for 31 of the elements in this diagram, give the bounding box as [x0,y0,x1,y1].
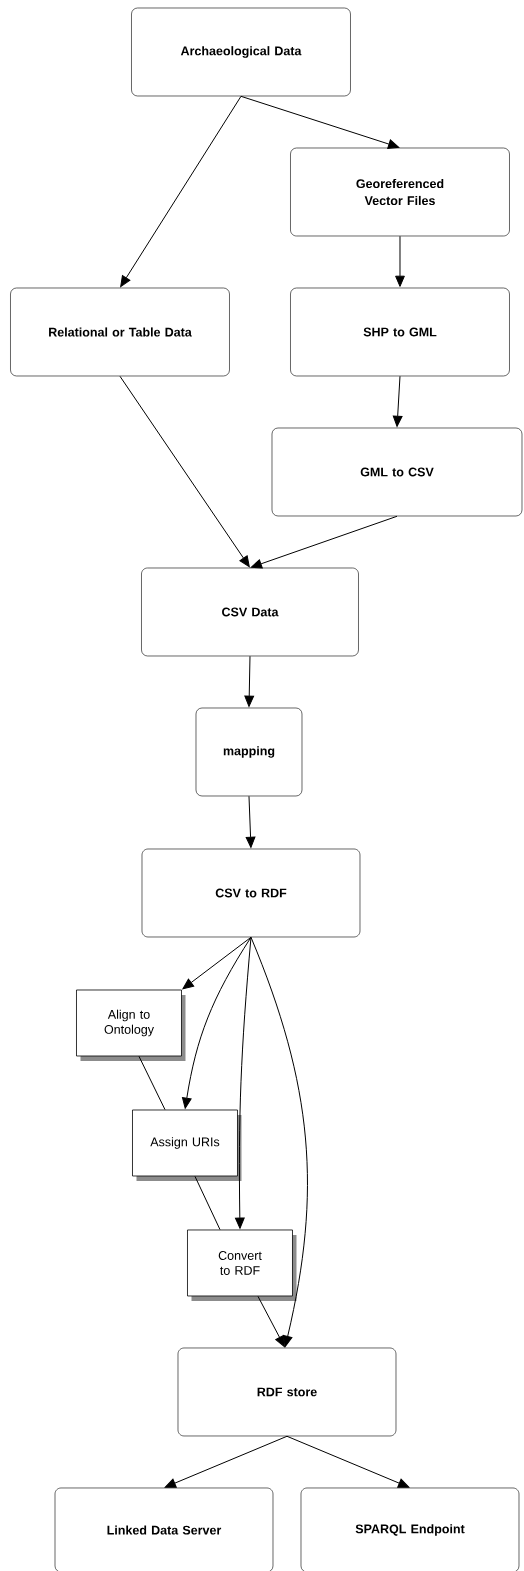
arrow [257,1295,285,1348]
arrow [250,515,398,569]
arrow [120,95,242,288]
process-box: CSV to RDF [141,848,361,938]
connector-line [138,1055,166,1111]
arrow [286,1435,410,1488]
arrow [245,795,256,848]
arrow [244,655,255,707]
process-box: SPARQL Endpoint [300,1487,520,1571]
shadowed-step-box: Convert to RDF [187,1229,297,1301]
process-box: CSV Data [141,567,359,657]
arrow [119,375,250,568]
arrow [164,1435,288,1488]
process-box: Archaeological Data [131,7,351,97]
process-box: Georeferenced Vector Files [290,147,510,237]
arrow [395,235,405,287]
process-box: RDF store [177,1347,397,1437]
arrow [250,936,308,1347]
process-box: Relational or Table Data [10,287,230,377]
process-box: SHP to GML [290,287,510,377]
arrow [240,95,400,149]
arrow [392,375,403,427]
arrow [182,936,252,990]
shadowed-step-box: Assign URIs [132,1109,242,1181]
process-box: Linked Data Server [54,1487,274,1571]
shadowed-step-box: Align to Ontology [76,989,186,1061]
process-box: mapping [195,707,303,797]
arrow [181,936,252,1109]
connector-line [194,1175,221,1231]
process-box: GML to CSV [271,427,523,517]
arrow [234,936,252,1229]
